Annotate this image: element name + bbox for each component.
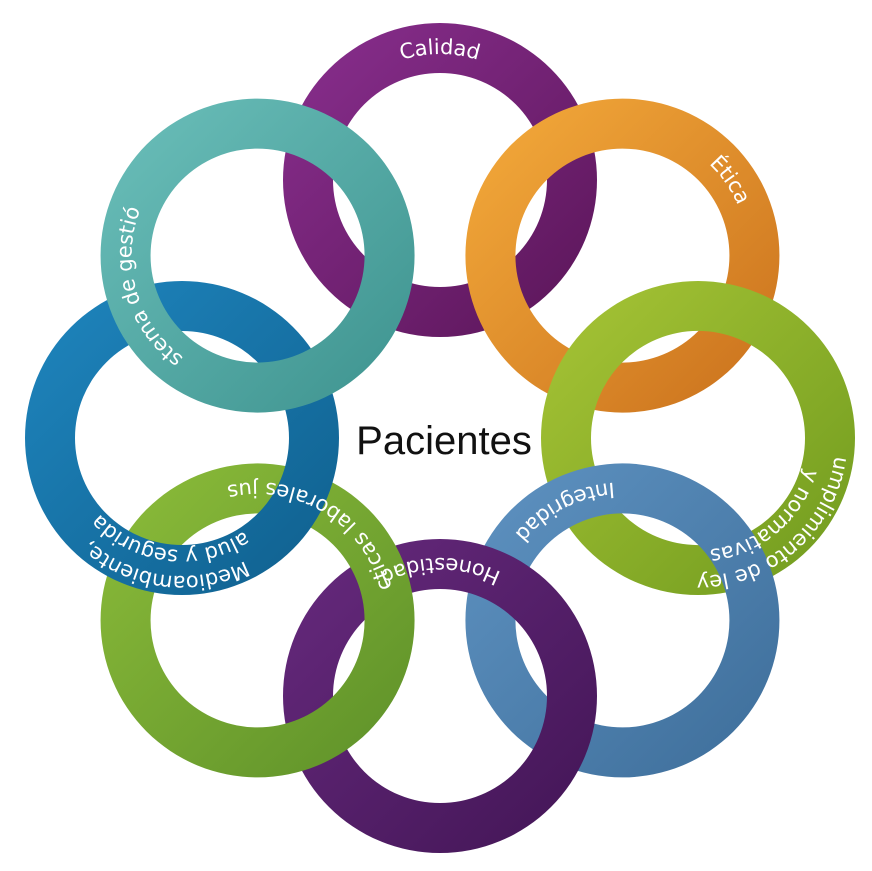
petal-practicas [100,463,415,778]
petal-honestidad [283,539,597,853]
petal-cumplimiento [541,281,855,595]
petal-medioambiente [25,281,339,595]
center-label: Pacientes [356,419,532,463]
petal-integridad [465,463,780,778]
petal-sistema [100,98,415,413]
petals-group [25,23,855,853]
petal-calidad [283,23,597,337]
petal-etica [465,98,780,413]
